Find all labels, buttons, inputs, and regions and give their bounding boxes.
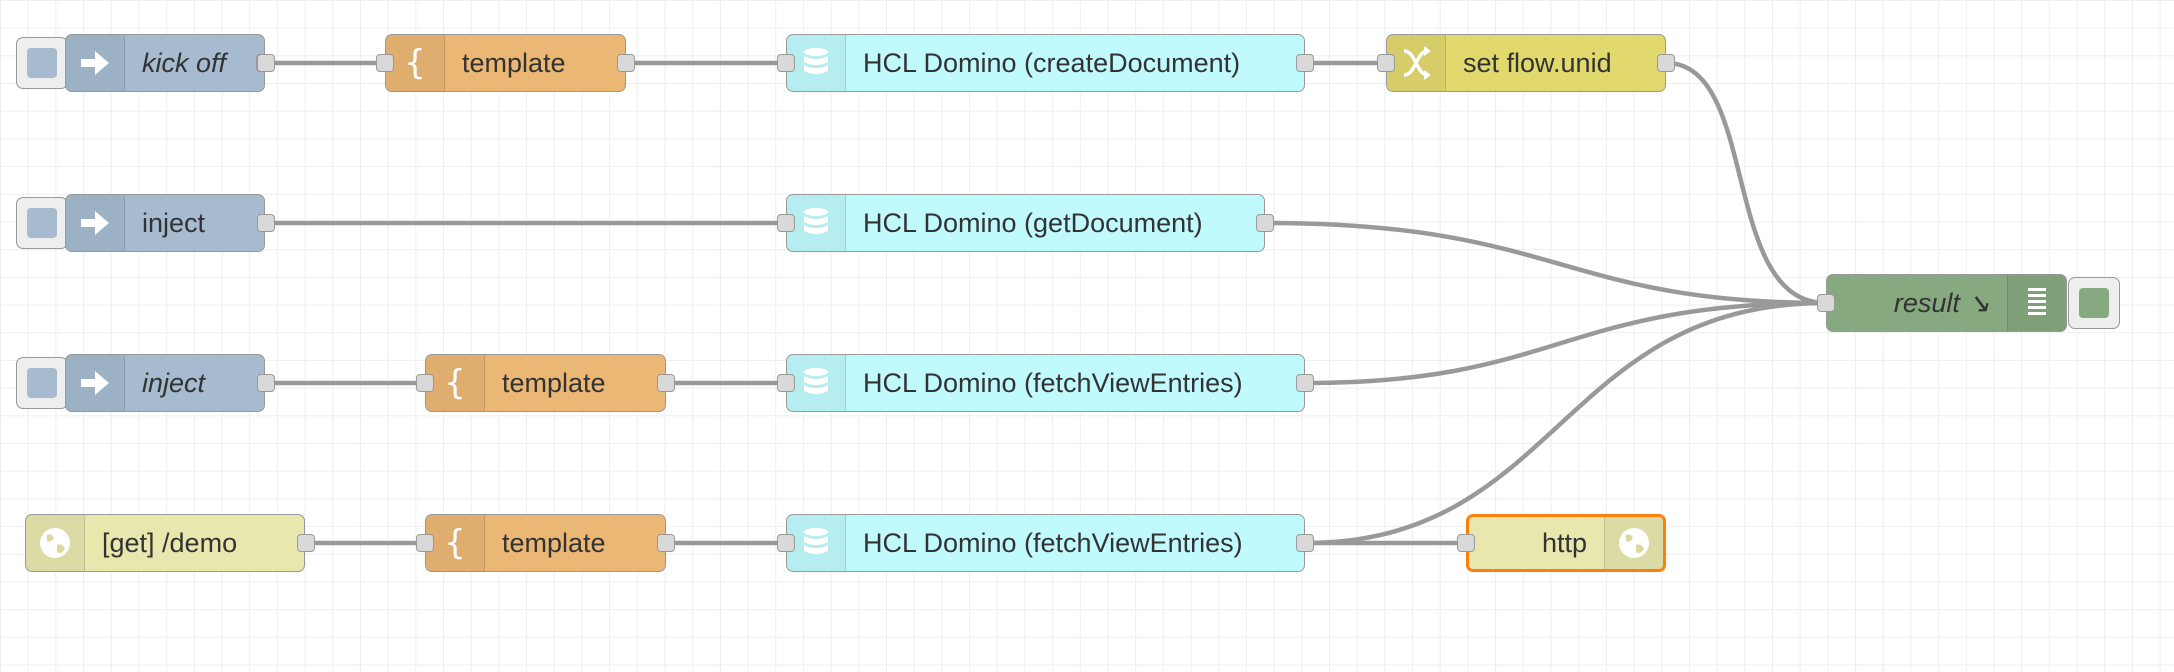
input-port[interactable] [777, 54, 795, 72]
database-icon [787, 515, 846, 571]
input-port[interactable] [777, 534, 795, 552]
inject-trigger-button[interactable] [16, 37, 68, 89]
output-port[interactable] [1657, 54, 1675, 72]
node-label: HCL Domino (fetchViewEntries) [863, 527, 1243, 558]
svg-text:{: { [404, 43, 426, 83]
domino-node[interactable]: HCL Domino (fetchViewEntries) [786, 354, 1305, 412]
inject-node[interactable]: inject [65, 354, 265, 412]
inject-trigger-button[interactable] [16, 357, 68, 409]
wire[interactable] [1304, 300, 1827, 386]
wire[interactable] [1304, 300, 1827, 546]
input-port[interactable] [416, 534, 434, 552]
node-label: [get] /demo [102, 527, 238, 558]
svg-text:{: { [444, 363, 466, 403]
inject-trigger-button-face [27, 368, 57, 398]
node-label: result ↘ [1893, 287, 1990, 318]
input-port[interactable] [777, 214, 795, 232]
output-port[interactable] [617, 54, 635, 72]
inject-node[interactable]: kick off [65, 34, 265, 92]
node-label: HCL Domino (createDocument) [863, 47, 1241, 78]
globe-icon [1604, 517, 1663, 569]
node-label: template [502, 367, 606, 398]
database-icon [787, 195, 846, 251]
output-port[interactable] [257, 214, 275, 232]
inject-trigger-button-face [27, 208, 57, 238]
arrow-in-icon [66, 195, 125, 251]
domino-node[interactable]: HCL Domino (createDocument) [786, 34, 1305, 92]
http-in-node[interactable]: [get] /demo [25, 514, 305, 572]
wire[interactable] [1264, 220, 1827, 306]
wire[interactable] [1665, 60, 1827, 306]
output-port[interactable] [657, 374, 675, 392]
node-label: set flow.unid [1463, 47, 1612, 78]
input-port[interactable] [777, 374, 795, 392]
node-label: template [502, 527, 606, 558]
template-node[interactable]: { template [425, 514, 666, 572]
database-icon [787, 355, 846, 411]
curly-brace-icon: { [386, 35, 445, 91]
domino-node[interactable]: HCL Domino (fetchViewEntries) [786, 514, 1305, 572]
input-port[interactable] [1457, 534, 1475, 552]
node-label: kick off [142, 47, 227, 78]
change-node[interactable]: set flow.unid [1386, 34, 1666, 92]
output-port[interactable] [657, 534, 675, 552]
input-port[interactable] [376, 54, 394, 72]
output-port[interactable] [257, 54, 275, 72]
node-label: HCL Domino (fetchViewEntries) [863, 367, 1243, 398]
node-label: HCL Domino (getDocument) [863, 207, 1203, 238]
output-port[interactable] [1296, 534, 1314, 552]
output-port[interactable] [1296, 54, 1314, 72]
template-node[interactable]: { template [385, 34, 626, 92]
debug-toggle-button-face [2079, 288, 2109, 318]
output-port[interactable] [1296, 374, 1314, 392]
input-port[interactable] [1817, 294, 1835, 312]
output-port[interactable] [297, 534, 315, 552]
debug-list-icon [2007, 275, 2066, 331]
shuffle-icon [1387, 35, 1446, 91]
inject-trigger-button[interactable] [16, 197, 68, 249]
input-port[interactable] [1377, 54, 1395, 72]
input-port[interactable] [416, 374, 434, 392]
arrow-in-icon [66, 35, 125, 91]
svg-text:{: { [444, 523, 466, 563]
inject-node[interactable]: inject [65, 194, 265, 252]
domino-node[interactable]: HCL Domino (getDocument) [786, 194, 1265, 252]
inject-trigger-button-face [27, 48, 57, 78]
curly-brace-icon: { [426, 355, 485, 411]
arrow-in-icon [66, 355, 125, 411]
node-label: http [1541, 527, 1587, 558]
curly-brace-icon: { [426, 515, 485, 571]
node-label: inject [142, 207, 206, 238]
http-response-node[interactable]: http [1466, 514, 1666, 572]
template-node[interactable]: { template [425, 354, 666, 412]
globe-icon [26, 515, 85, 571]
output-port[interactable] [1256, 214, 1274, 232]
debug-node[interactable]: result ↘ [1826, 274, 2067, 332]
output-port[interactable] [257, 374, 275, 392]
node-label: inject [142, 367, 206, 398]
node-label: template [462, 47, 566, 78]
debug-toggle-button[interactable] [2068, 277, 2120, 329]
database-icon [787, 35, 846, 91]
